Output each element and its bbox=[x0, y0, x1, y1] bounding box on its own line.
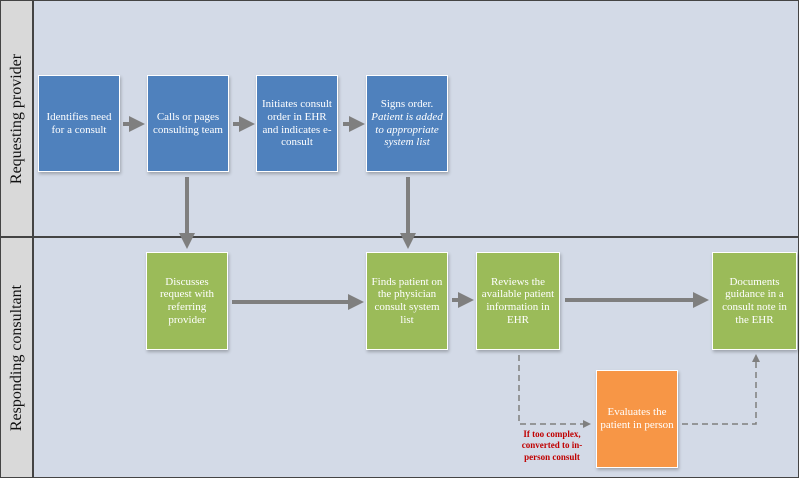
step-signs-order: Signs order. Patient is added to appropr… bbox=[366, 75, 448, 172]
lane-label-responding-consultant: Responding consultant bbox=[0, 237, 33, 478]
dashed-arrow-evaluates-to-documents bbox=[682, 354, 760, 425]
step-evaluates-in-person: Evaluates the patient in person bbox=[596, 370, 678, 468]
branch-note: If too complex, converted to in-person c… bbox=[521, 429, 583, 462]
step-discusses-request: Discusses request with referring provide… bbox=[146, 252, 228, 350]
step-calls-consulting-team: Calls or pages consulting team bbox=[147, 75, 229, 172]
dashed-arrow-reviews-to-evaluates bbox=[518, 355, 591, 428]
step-documents-guidance: Documents guidance in a consult note in … bbox=[712, 252, 797, 350]
step-reviews-information: Reviews the available patient informatio… bbox=[476, 252, 560, 350]
signs-order-note: Patient is added to appropriate system l… bbox=[371, 110, 443, 149]
step-initiates-consult-order: Initiates consult order in EHR and indic… bbox=[256, 75, 338, 172]
step-identifies-need: Identifies need for a consult bbox=[38, 75, 120, 172]
step-finds-patient: Finds patient on the physician consult s… bbox=[366, 252, 448, 350]
lane-label-requesting-provider: Requesting provider bbox=[0, 0, 33, 237]
signs-order-text: Signs order. bbox=[380, 98, 434, 111]
